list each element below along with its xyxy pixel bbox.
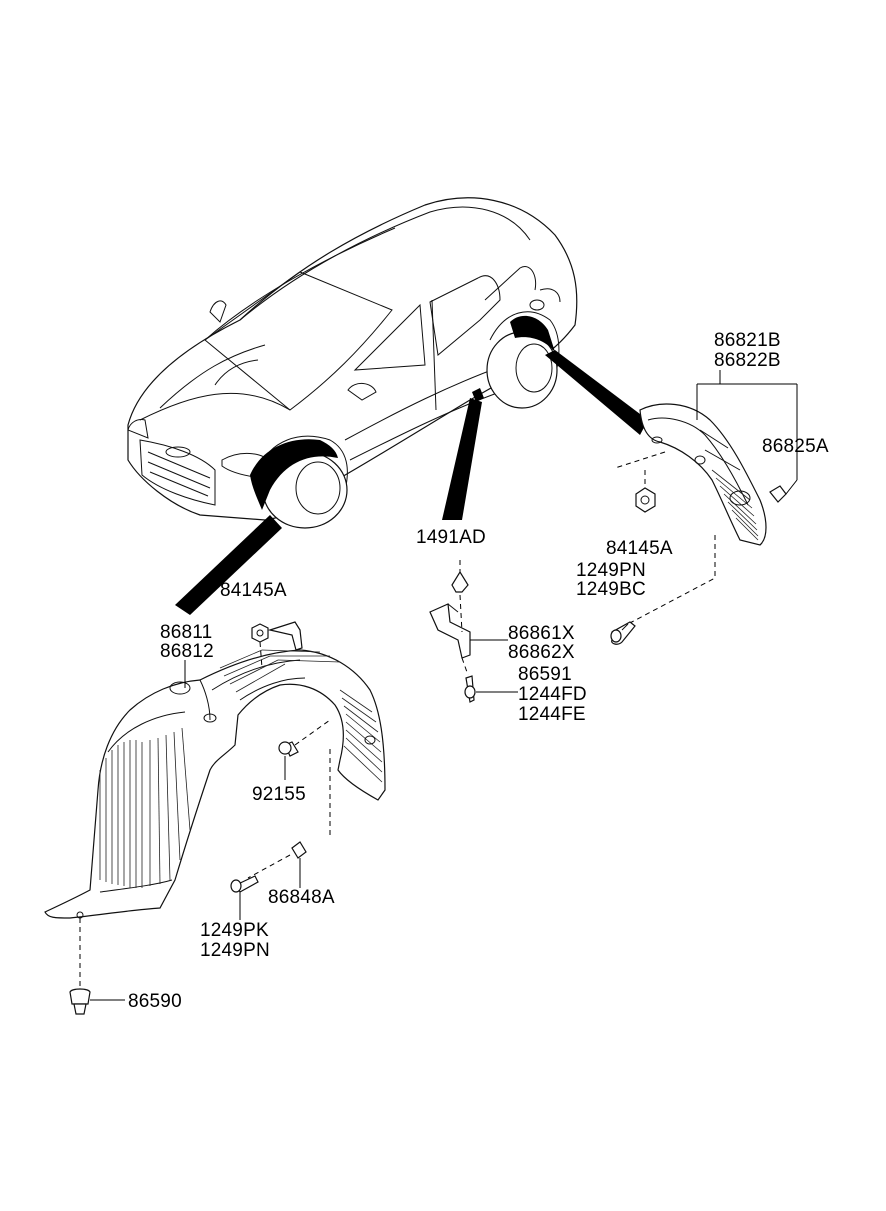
- label-side-screw-2: 1244FD: [518, 684, 587, 705]
- part-number-labels: 86821B 86822B 86825A 84145A 1249PN 1249B…: [128, 330, 829, 1012]
- label-rear-screw-2: 1249BC: [576, 579, 646, 600]
- side-bracket-part: [429, 594, 508, 659]
- label-front-clip: 86848A: [268, 887, 335, 908]
- rear-clip-part: [769, 479, 798, 503]
- side-screw-part: [461, 657, 518, 703]
- front-fastener-part: [69, 918, 125, 1015]
- leader-wedges: [175, 350, 648, 615]
- front-nut-part: [251, 621, 303, 669]
- label-rear-screw-1: 1249PN: [576, 560, 646, 581]
- rear-wheel-liner: [639, 403, 767, 546]
- rear-liner-ribs: [711, 469, 759, 541]
- front-bolt-part: [278, 719, 331, 780]
- label-rear-liner-1: 86821B: [714, 330, 781, 351]
- label-side-screw-3: 1244FE: [518, 704, 586, 725]
- label-front-screw-1: 1249PK: [200, 920, 269, 941]
- label-front-fastener: 86590: [128, 991, 182, 1012]
- side-clip-part: [451, 560, 469, 593]
- label-front-nut: 84145A: [220, 580, 287, 601]
- front-liner-ribs-left: [99, 727, 191, 888]
- front-wheel-liner: [44, 649, 386, 919]
- label-side-clip: 1491AD: [416, 527, 486, 548]
- rear-nut-part: [635, 470, 656, 513]
- label-side-bracket-2: 86862X: [508, 642, 575, 663]
- car-illustration: [127, 197, 578, 529]
- label-front-liner-2: 86812: [160, 641, 214, 662]
- front-screw-part: [230, 875, 259, 920]
- label-front-liner-1: 86811: [160, 622, 212, 643]
- label-side-bracket-1: 86861X: [508, 623, 575, 644]
- front-liner-ribs-top: [219, 649, 341, 693]
- front-clip-part: [247, 745, 331, 888]
- label-rear-nut: 84145A: [606, 538, 673, 559]
- label-rear-liner-2: 86822B: [714, 350, 781, 371]
- label-front-bolt: 92155: [252, 784, 306, 805]
- label-front-screw-2: 1249PN: [200, 940, 270, 961]
- label-side-screw-1: 86591: [518, 664, 572, 685]
- rear-screw-part: [610, 621, 636, 645]
- label-rear-clip: 86825A: [762, 436, 829, 457]
